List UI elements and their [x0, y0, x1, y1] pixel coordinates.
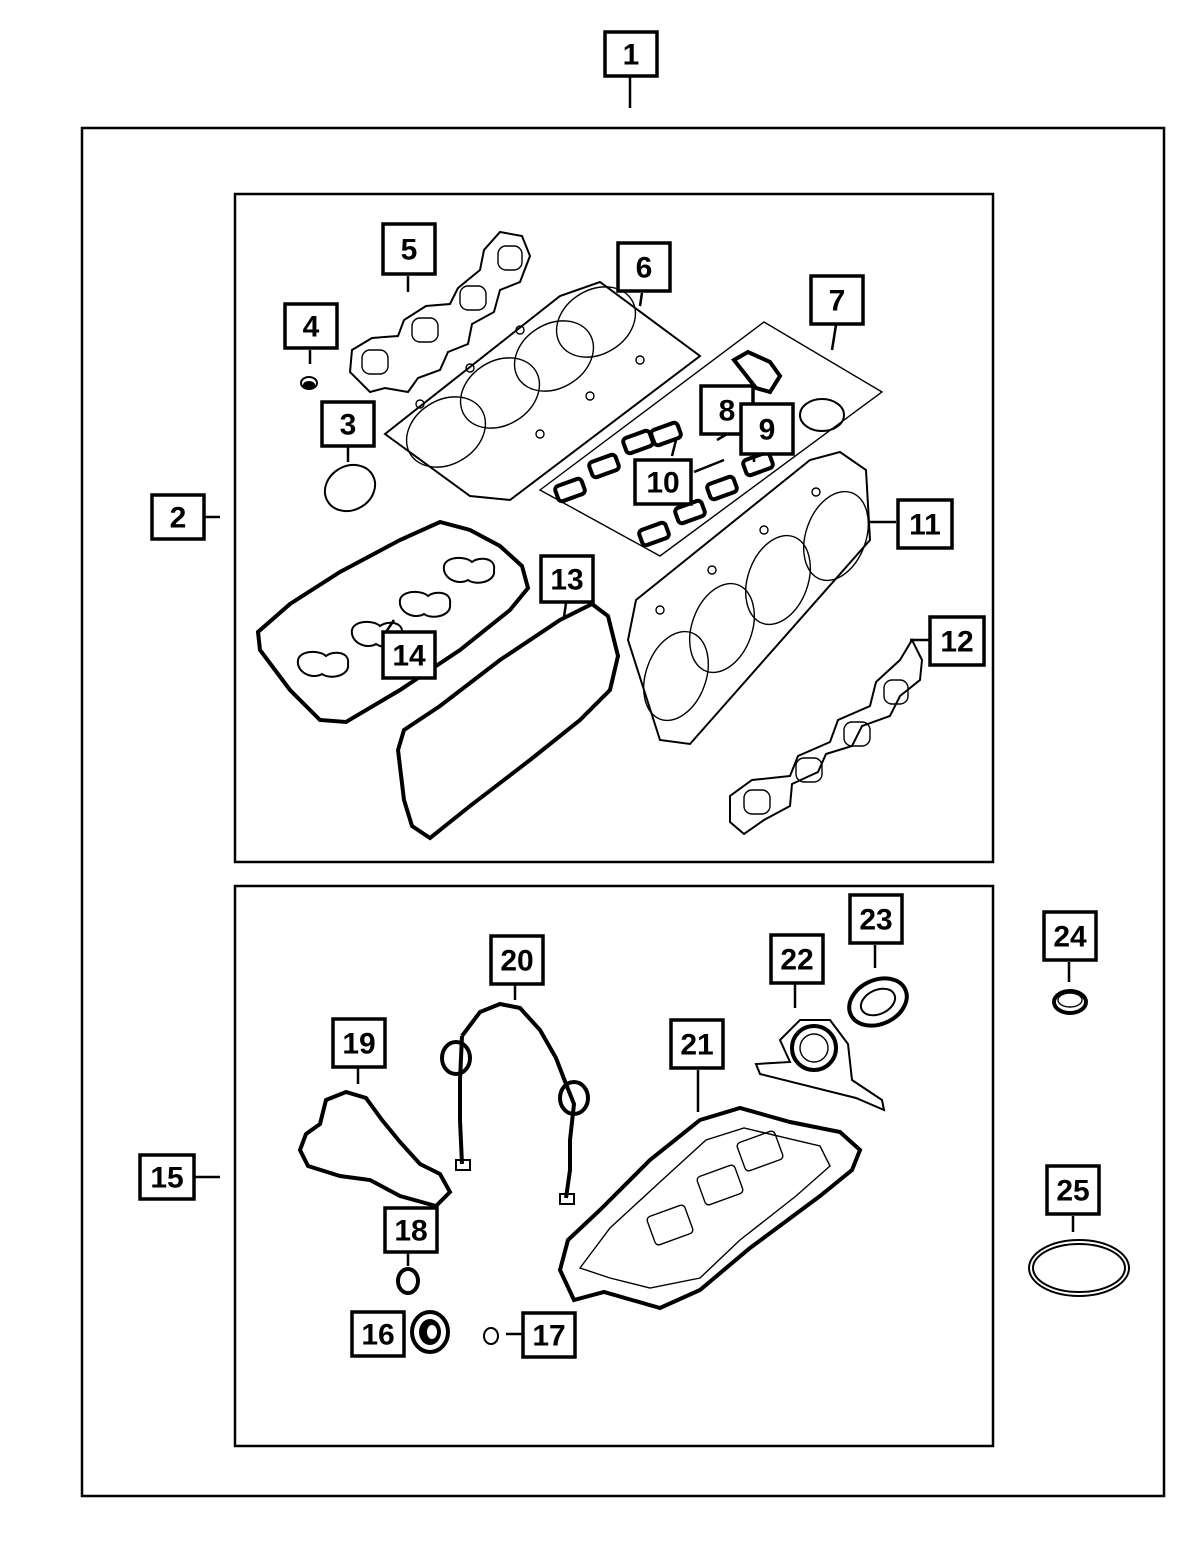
callout-25: 25 [1045, 1164, 1101, 1216]
svg-text:13: 13 [550, 564, 583, 597]
svg-text:12: 12 [940, 626, 973, 659]
callout-11: 11 [896, 498, 954, 550]
svg-text:19: 19 [342, 1028, 375, 1061]
part-23-crankshaft-seal [847, 976, 909, 1028]
callout-14: 14 [381, 630, 437, 680]
svg-text:1: 1 [623, 39, 640, 72]
part-22-rear-seal-retainer [754, 1019, 886, 1112]
part-5-exhaust-manifold-gasket [348, 230, 532, 394]
part-4-plug [300, 376, 318, 390]
callout-17: 17 [521, 1311, 577, 1359]
callout-19: 19 [331, 1017, 387, 1069]
callout-23: 23 [848, 893, 904, 945]
svg-text:25: 25 [1056, 1175, 1089, 1208]
svg-text:8: 8 [719, 395, 736, 428]
callout-12: 12 [928, 615, 986, 667]
callout-2: 2 [150, 493, 206, 541]
svg-text:5: 5 [401, 234, 418, 267]
part-21-oil-pan-gasket [557, 1105, 863, 1311]
callout-10: 10 [633, 458, 693, 506]
svg-text:2: 2 [170, 502, 187, 535]
part-6-head-gasket [383, 280, 702, 502]
svg-text:17: 17 [532, 1320, 565, 1353]
callout-15: 15 [138, 1153, 196, 1201]
svg-text:4: 4 [303, 311, 320, 344]
callout-5: 5 [381, 222, 437, 276]
callout-6: 6 [616, 241, 672, 293]
part-17-o-ring [483, 1327, 499, 1345]
svg-text:21: 21 [680, 1029, 713, 1062]
part-3-o-ring [323, 463, 377, 513]
svg-text:15: 15 [150, 1162, 183, 1195]
part-16-front-seal [410, 1310, 450, 1354]
callout-16: 16 [350, 1310, 406, 1358]
svg-text:20: 20 [500, 945, 533, 978]
part-13-valve-cover-gasket [395, 601, 621, 841]
part-20-timing-cover-gasket [440, 1001, 590, 1205]
callout-1: 1 [603, 30, 659, 78]
part-11-head-gasket [626, 450, 872, 746]
part-24-ring [1052, 989, 1088, 1015]
callout-4: 4 [283, 302, 339, 350]
callout-20: 20 [489, 934, 545, 986]
svg-text:10: 10 [646, 467, 679, 500]
callout-9: 9 [739, 402, 795, 456]
svg-text:7: 7 [829, 285, 846, 318]
svg-text:11: 11 [909, 509, 941, 542]
svg-text:24: 24 [1053, 921, 1087, 954]
upper-gasket-set-frame [233, 192, 995, 864]
callout-7: 7 [809, 274, 865, 326]
svg-text:3: 3 [340, 409, 357, 442]
svg-text:9: 9 [759, 414, 776, 447]
part-12-exhaust-manifold-gasket [729, 637, 924, 836]
svg-text:16: 16 [361, 1319, 394, 1352]
callout-3: 3 [320, 400, 376, 448]
callout-24: 24 [1042, 910, 1098, 962]
part-18-o-ring [396, 1267, 420, 1295]
lower-gasket-set-frame [233, 884, 995, 1448]
svg-text:14: 14 [392, 640, 426, 673]
callout-13: 13 [539, 554, 595, 604]
leader-lines [194, 77, 1075, 1336]
svg-text:23: 23 [859, 904, 892, 937]
svg-text:6: 6 [636, 252, 653, 285]
part-14-valve-cover-gasket [255, 519, 531, 725]
callout-22: 22 [769, 933, 825, 985]
part-25-large-ring [1028, 1239, 1130, 1297]
callout-21: 21 [669, 1018, 725, 1070]
callout-18: 18 [383, 1206, 439, 1254]
outer-frame [80, 126, 1166, 1498]
svg-text:18: 18 [394, 1215, 427, 1248]
part-7-gasket-sheet [538, 321, 884, 557]
part-19-water-pump-gasket [297, 1089, 453, 1209]
svg-text:22: 22 [780, 944, 813, 977]
